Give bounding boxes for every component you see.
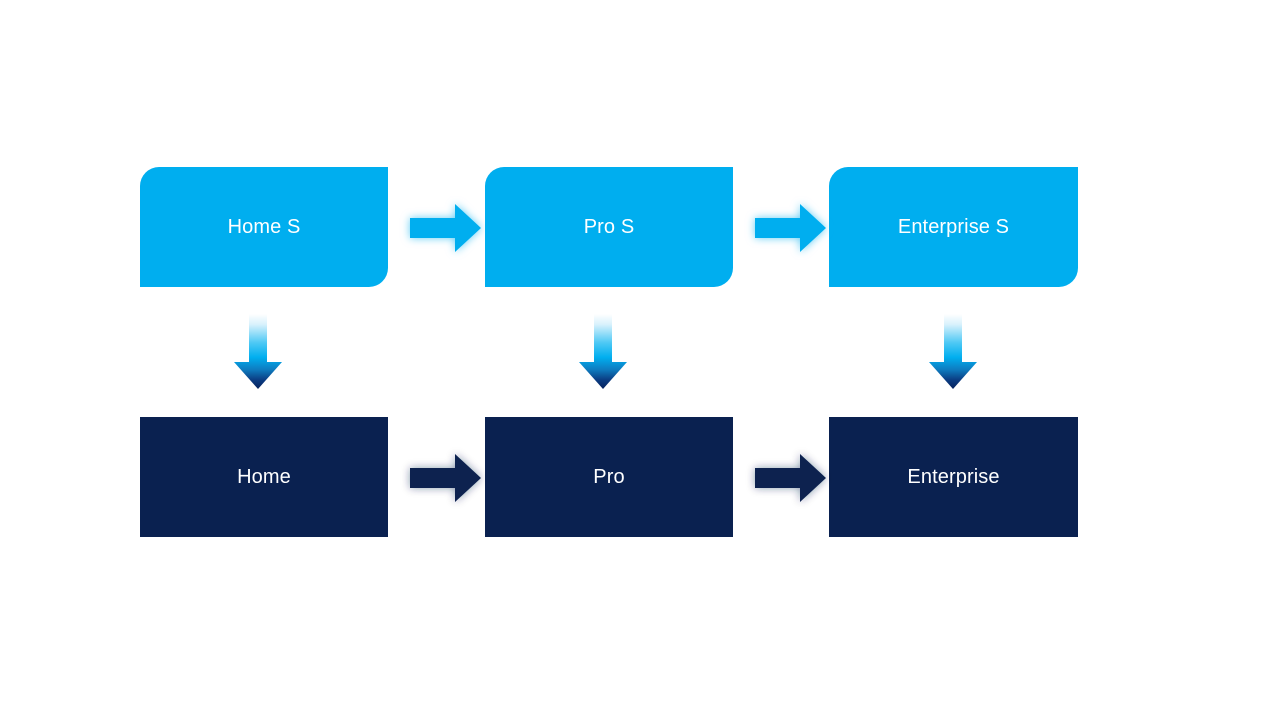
node-enterprise[interactable]: Enterprise [829,417,1078,537]
down-arrow-1[interactable] [228,312,288,392]
arrow-right-icon [755,454,826,502]
down-arrow-3[interactable] [923,312,983,392]
node-label: Enterprise S [897,216,1010,238]
top-arrow-2[interactable] [750,199,830,257]
node-label: Home S [227,216,301,238]
node-home-s[interactable]: Home S [140,167,388,287]
arrow-down-icon [579,314,627,389]
node-home[interactable]: Home [140,417,388,537]
node-label: Pro S [583,216,635,238]
bottom-arrow-1[interactable] [405,449,485,507]
node-pro[interactable]: Pro [485,417,733,537]
arrow-right-icon [755,204,826,252]
top-arrow-1[interactable] [405,199,485,257]
arrow-down-icon [234,314,282,389]
node-label: Home [237,466,291,488]
down-arrow-2[interactable] [573,312,633,392]
node-pro-s[interactable]: Pro S [485,167,733,287]
arrow-down-icon [929,314,977,389]
node-label: Pro [593,466,625,488]
bottom-arrow-2[interactable] [750,449,830,507]
node-enterprise-s[interactable]: Enterprise S [829,167,1078,287]
arrow-right-icon [410,454,481,502]
arrow-right-icon [410,204,481,252]
node-label: Enterprise [907,466,1000,488]
